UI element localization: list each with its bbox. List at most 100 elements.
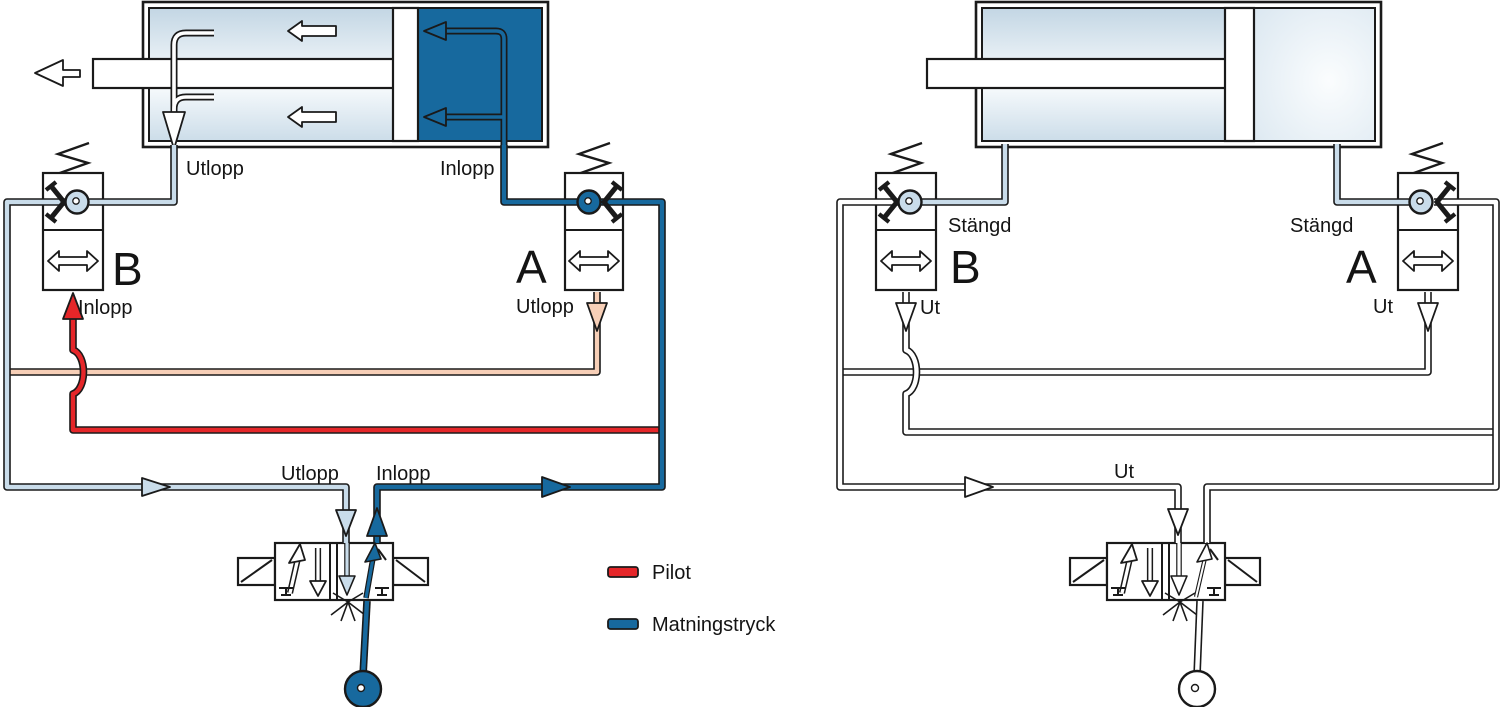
valve-position-divider (1161, 543, 1170, 600)
check-seat-icon (600, 184, 619, 220)
valve-b-port-label: Inlopp (78, 297, 133, 319)
cylinder (925, 0, 1383, 149)
cylinder-inlet-label: Inlopp (440, 158, 495, 180)
valve-b-port-label: Ut (920, 297, 940, 319)
piston (391, 6, 420, 143)
valve-path-fragment (1209, 548, 1219, 561)
closed-port-icon (1111, 587, 1125, 596)
check-seat-icon (1433, 184, 1452, 220)
check-ball-center (584, 197, 592, 205)
flow-arrowhead-icon (541, 476, 571, 498)
solenoid-diagonal (1072, 559, 1105, 583)
valve-path-fragment (377, 548, 387, 561)
directional-valve-flows (1170, 542, 1213, 598)
valve-b-letter: B (950, 241, 981, 293)
check-valve-b (877, 180, 923, 224)
supply-legend-label: Matningstryck (652, 614, 776, 636)
left-diagram: Utlopp Inlopp B Inlopp A Utlopp Utlopp I… (3, 0, 666, 707)
check-valve-a (576, 180, 624, 224)
flow-arrow-icon (287, 20, 337, 42)
dv-outlet-label: Utlopp (281, 463, 339, 485)
check-ball-center (905, 197, 913, 205)
compressor-center (356, 683, 366, 693)
piston (1223, 6, 1256, 143)
check-seat-caps (1443, 180, 1457, 224)
flow-arrowhead-icon (1196, 542, 1213, 563)
closed-port-icon (375, 587, 389, 596)
cylinder (34, 0, 550, 150)
inlet-arrow-icon (423, 21, 447, 41)
dv-out-label: Ut (1114, 461, 1134, 483)
exhaust-line (3, 145, 357, 543)
pilot-legend-label: Pilot (652, 562, 691, 584)
valve-flow-arrowhead-icon (288, 543, 306, 564)
pilot-line-neutral (895, 292, 1494, 436)
solenoid-diagonal (240, 559, 273, 583)
closed-port-icon (279, 587, 293, 596)
directional-valve (236, 541, 430, 622)
check-seat-caps (44, 180, 58, 224)
exhaust-silencer-icon (330, 592, 366, 622)
flow-arrowhead-icon (62, 292, 84, 320)
check-seat-caps (610, 180, 624, 224)
valve-b-status-label: Stängd (948, 215, 1011, 237)
flow-arrowhead-icon (1170, 575, 1188, 596)
supply-line-neutral (1193, 198, 1500, 677)
pilot-exhaust-line-neutral (841, 292, 1439, 376)
valve-position-divider (329, 543, 338, 600)
valve-a-letter: A (516, 241, 547, 293)
flow-arrowhead-icon (964, 476, 994, 498)
throttle-arrow-icon (47, 250, 99, 272)
supply-source (343, 669, 383, 707)
solenoid-diagonal (1227, 559, 1258, 583)
exhaust-silencer-icon (1162, 592, 1198, 622)
spring-icon (54, 141, 92, 176)
closed-port-icon (1207, 587, 1221, 596)
supply-color-swatch (607, 618, 639, 630)
valve-flow-arrowhead-icon (309, 580, 327, 597)
exhaust-line-neutral (836, 198, 1189, 543)
flow-arrowhead-icon (335, 509, 357, 537)
exhaust-channel (162, 29, 214, 150)
check-valve-b (44, 180, 90, 224)
piston-rod (925, 57, 1229, 90)
right-diagram: Stängd B Ut Stängd A Ut Ut (836, 0, 1500, 707)
flow-arrowhead-icon (366, 507, 388, 537)
spring-icon (887, 141, 925, 176)
flow-arrowhead-icon (338, 575, 356, 596)
spring-icon (1408, 141, 1446, 176)
cylinder-right-chamber (1253, 7, 1376, 142)
valve-flow-arrowhead-icon (1120, 543, 1138, 564)
pilot-exhaust-line (5, 292, 608, 376)
valve-a-port-label: Utlopp (516, 296, 574, 318)
valve-a-status-label: Stängd (1290, 215, 1353, 237)
exhaust-down-arrow-icon (162, 111, 186, 150)
flow-arrowhead-icon (895, 302, 917, 332)
cylinder-port-lines (898, 144, 1430, 206)
flow-arrowhead-icon (1417, 302, 1439, 332)
cylinder-outlet-label: Utlopp (186, 158, 244, 180)
solenoid-diagonal (395, 559, 426, 583)
piston-rod (91, 57, 398, 90)
spring-icon (575, 141, 613, 176)
check-ball-center (72, 197, 80, 205)
pilot-line (62, 292, 660, 434)
pilot-color-swatch (607, 566, 639, 578)
check-valve-a (1408, 180, 1457, 224)
valve-a-port-label: Ut (1373, 296, 1393, 318)
inlet-channel (423, 21, 508, 146)
valve-flow-arrowhead-icon (1141, 580, 1159, 597)
directional-valve-flows (338, 542, 382, 599)
dv-inlet-label: Inlopp (376, 463, 431, 485)
throttle-arrow-icon (568, 250, 620, 272)
throttle-arrow-icon (1402, 250, 1454, 272)
rod-motion-arrow-icon (34, 59, 81, 87)
legend: Pilot Matningstryck (607, 562, 776, 636)
flow-arrowhead-icon (586, 302, 608, 332)
flow-arrowhead-icon (1167, 508, 1189, 536)
check-seat-icon (49, 184, 68, 220)
valve-b-letter: B (112, 243, 143, 295)
supply-line (359, 145, 666, 677)
